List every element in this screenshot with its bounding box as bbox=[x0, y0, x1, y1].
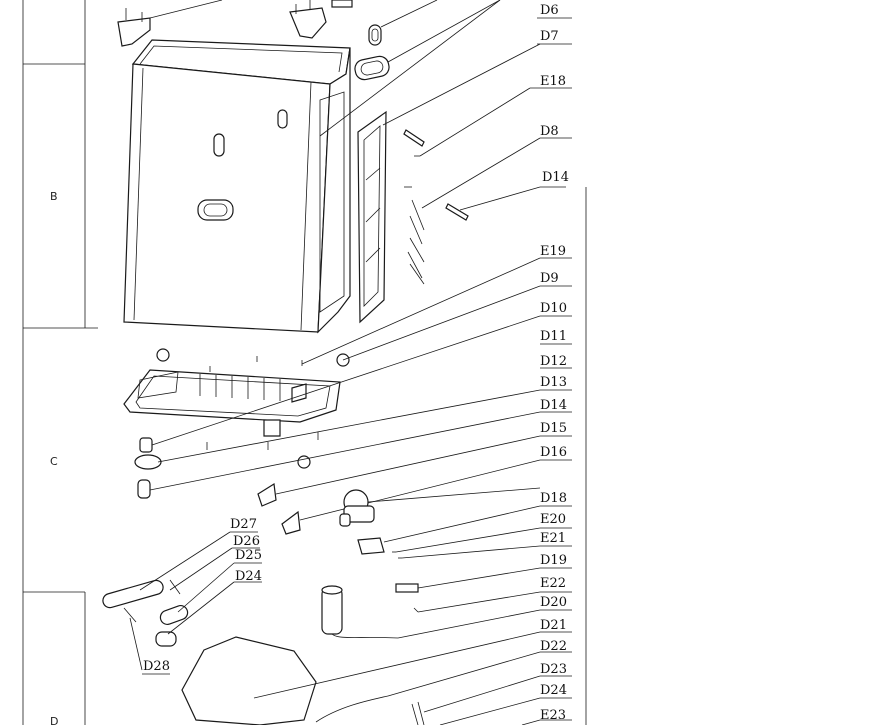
callout-d7: D7 bbox=[540, 29, 559, 44]
callout-e18: E18 bbox=[540, 74, 566, 89]
callout-d13: D13 bbox=[540, 375, 567, 390]
callout-d16: D16 bbox=[540, 445, 567, 460]
caster-wheel bbox=[134, 315, 541, 499]
grommet-small bbox=[368, 0, 438, 46]
callout-d20: D20 bbox=[540, 595, 567, 610]
capacitor bbox=[321, 585, 541, 639]
callouts-right: D6 D7 E18 D8 D14 E19 D9 D10 D11 D12 D13 … bbox=[530, 3, 572, 723]
callout-e20: E20 bbox=[540, 512, 566, 527]
frame-lines bbox=[22, 0, 587, 725]
drain-hoses bbox=[102, 531, 235, 671]
callout-d22: D22 bbox=[540, 639, 567, 654]
power-cord bbox=[315, 651, 541, 725]
zone-label-b: B bbox=[50, 190, 58, 203]
callout-d21: D21 bbox=[540, 618, 567, 633]
callout-d19: D19 bbox=[540, 553, 567, 568]
callout-d24-right: D24 bbox=[540, 683, 567, 698]
callout-d8: D8 bbox=[540, 124, 559, 139]
grommet-large bbox=[354, 0, 501, 81]
callout-d12: D12 bbox=[540, 354, 567, 369]
callout-d11: D11 bbox=[540, 329, 567, 344]
callout-d25: D25 bbox=[235, 548, 262, 563]
callout-d14-lower: D14 bbox=[540, 398, 567, 413]
main-cabinet-housing bbox=[123, 0, 501, 334]
side-door-panel bbox=[357, 43, 541, 324]
callout-d23: D23 bbox=[540, 662, 567, 677]
callout-d18: D18 bbox=[540, 491, 567, 506]
callout-e23: E23 bbox=[540, 708, 566, 723]
callout-d27: D27 bbox=[230, 517, 257, 532]
callout-d15: D15 bbox=[540, 421, 567, 436]
top-hinge-bracket-left bbox=[117, 0, 223, 47]
callout-e21: E21 bbox=[540, 531, 566, 546]
tray-screws bbox=[156, 257, 541, 469]
zone-label-d: D bbox=[50, 715, 58, 725]
callout-d24-left: D24 bbox=[235, 569, 262, 584]
callout-d6: D6 bbox=[540, 3, 559, 18]
callout-d28: D28 bbox=[143, 659, 170, 674]
pump-bracket bbox=[357, 505, 541, 613]
screw-group-upper bbox=[403, 87, 541, 221]
callout-d10: D10 bbox=[540, 301, 567, 316]
top-hinge-bracket-right bbox=[289, 0, 353, 39]
base-plate bbox=[181, 631, 541, 725]
zone-label-c: C bbox=[50, 455, 58, 468]
filter-strips bbox=[407, 137, 541, 285]
callout-d9: D9 bbox=[540, 271, 559, 286]
base-tray bbox=[123, 369, 341, 437]
callout-e22: E22 bbox=[540, 576, 566, 591]
callouts-left: D27 D26 D25 D24 D28 bbox=[142, 517, 262, 675]
callout-e19: E19 bbox=[540, 244, 566, 259]
callout-d14-upper: D14 bbox=[542, 170, 569, 185]
callout-d26: D26 bbox=[233, 534, 260, 549]
mounting-clips bbox=[257, 435, 541, 535]
water-pump bbox=[339, 487, 541, 527]
